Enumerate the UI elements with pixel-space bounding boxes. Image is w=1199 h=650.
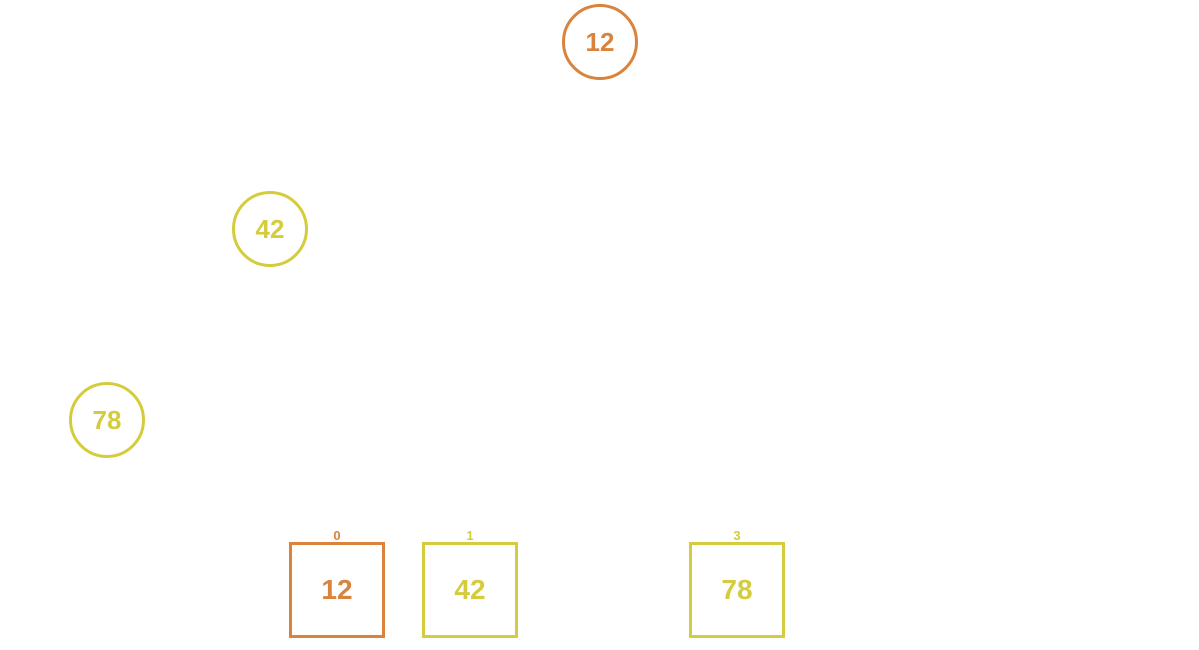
array-index-label: 3 (733, 528, 741, 543)
tree-node-left-grandchild: 78 (69, 382, 145, 458)
tree-node-value: 42 (255, 213, 285, 244)
array-cell-0: 0 12 (289, 529, 385, 638)
tree-node-left-child: 42 (232, 191, 308, 267)
array-cell-3: 3 78 (689, 529, 785, 638)
tree-node-value: 12 (585, 26, 615, 57)
array-index-label: 1 (466, 528, 474, 543)
array-cell-value: 78 (721, 574, 753, 605)
array-cell-value: 12 (321, 574, 353, 605)
array-index-label: 0 (333, 528, 341, 543)
array-cell-value: 42 (454, 574, 486, 605)
tree-node-value: 78 (92, 404, 122, 435)
array-cell-1: 1 42 (422, 529, 518, 638)
tree-node-root: 12 (562, 4, 638, 80)
